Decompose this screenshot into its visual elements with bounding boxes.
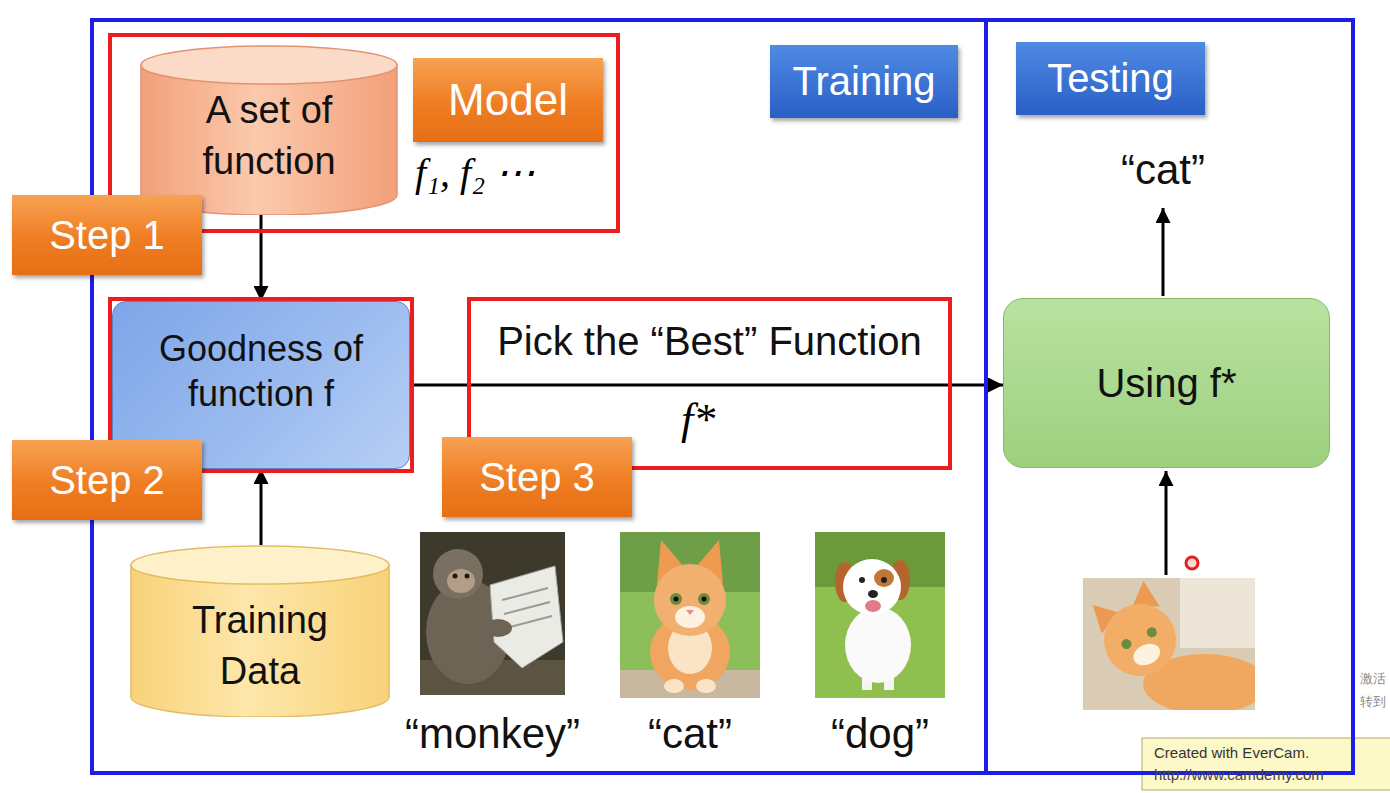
monkey-face	[447, 569, 475, 593]
dog-patch	[874, 569, 894, 587]
monkey-hand	[484, 619, 512, 637]
cat-head	[1092, 592, 1188, 688]
section-tag: Testing	[1016, 42, 1205, 115]
output-label: “cat”	[1121, 146, 1205, 194]
cat-muzzle	[675, 606, 705, 628]
monkey-eye	[465, 574, 470, 579]
dog-eye	[859, 577, 865, 583]
system-overlay-text: 转到	[1360, 695, 1386, 710]
text-frame: Pick the “Best” Function	[471, 319, 948, 364]
photo-window	[1180, 578, 1255, 648]
cylinder-text: Training Data	[130, 545, 390, 698]
dog-photo	[815, 532, 945, 698]
cat-eye	[1145, 626, 1158, 639]
step-tag: Step 1	[12, 195, 202, 275]
model-tag: Model	[413, 58, 603, 142]
cylinder-top	[131, 546, 389, 584]
watermark-url: http://www.camdemy.com	[1154, 766, 1324, 783]
photo-ground	[420, 532, 565, 695]
dog-body	[845, 607, 911, 683]
process-text: Goodness of function f	[133, 326, 389, 416]
flow-arrow	[260, 469, 263, 545]
process-text: Using f*	[1096, 358, 1236, 408]
dog-head	[843, 559, 901, 615]
cat-pupil	[674, 597, 679, 602]
flow-arrow	[410, 384, 1003, 387]
cat-head	[654, 564, 726, 636]
cylinder-body	[141, 65, 397, 215]
monkey-photo	[420, 532, 565, 695]
best-function-symbol: f*	[681, 395, 715, 446]
monkey-head	[433, 549, 483, 599]
newspaper-line	[504, 602, 550, 614]
best-function-frame: Step 3Pick the “Best” Functionf*	[467, 297, 952, 470]
goodness-frame: Step 2Goodness of function f	[108, 297, 414, 473]
cat-pupil	[702, 597, 707, 602]
photo-ground	[815, 532, 945, 698]
cat-muzzle	[1130, 640, 1164, 670]
using-function-box: Using f*	[1003, 298, 1330, 468]
photo-bush	[815, 532, 945, 587]
cylinder-text: A set of function	[140, 45, 398, 188]
tag-text: Step 2	[49, 458, 165, 503]
model-frame: Step 1Modelf₁, f₂ ⋯A set of function	[108, 33, 620, 233]
dog-eye	[881, 577, 887, 583]
image-caption: “dog”	[831, 710, 929, 758]
function-set-cylinder: A set of function	[140, 45, 398, 215]
cat-eye	[1120, 637, 1133, 650]
training-data-cylinder: Training Data	[130, 545, 390, 717]
cat-eye	[670, 593, 682, 605]
step-tag: Step 2	[12, 440, 202, 520]
flow-arrow	[260, 215, 263, 301]
tag-text: Step 3	[479, 455, 595, 500]
monkey-eye	[453, 574, 458, 579]
tag-text: Training	[792, 59, 935, 104]
newspaper-line	[506, 616, 552, 628]
newspaper	[490, 566, 563, 668]
image-caption: “cat”	[648, 710, 732, 758]
output-arrow	[1162, 208, 1165, 296]
tag-text: Testing	[1047, 56, 1174, 101]
training-region: TrainingStep 1Modelf₁, f₂ ⋯A set of func…	[90, 18, 988, 775]
cylinder-top	[141, 46, 397, 84]
frame-title: Pick the “Best” Function	[497, 319, 922, 363]
test-cat-photo	[1083, 578, 1255, 710]
step-tag: Step 3	[442, 437, 632, 517]
section-tag: Training	[770, 45, 958, 118]
dog-nose	[868, 590, 878, 598]
newspaper-line	[502, 588, 548, 600]
image-caption: “monkey”	[405, 710, 580, 758]
text-frame: Using f*	[1004, 299, 1329, 467]
tag-text: Step 1	[49, 213, 165, 258]
cat-eye	[698, 593, 710, 605]
tag-text: Model	[448, 75, 568, 125]
photo-ground	[620, 532, 760, 698]
cat-paw	[664, 679, 684, 693]
watermark-text: Created with EverCam.	[1154, 744, 1309, 761]
cursor-dot	[1186, 557, 1198, 569]
cat-nose	[686, 610, 694, 615]
cat-head-group	[1085, 578, 1187, 688]
function-list: f₁, f₂ ⋯	[415, 150, 535, 196]
testing-region: TestingUsing f*	[984, 18, 1355, 775]
input-arrow	[1165, 471, 1168, 575]
cat-photo	[620, 532, 760, 698]
system-overlay-text: 激活	[1360, 672, 1386, 687]
dog-tongue	[865, 600, 881, 612]
cat-paw	[696, 679, 716, 693]
